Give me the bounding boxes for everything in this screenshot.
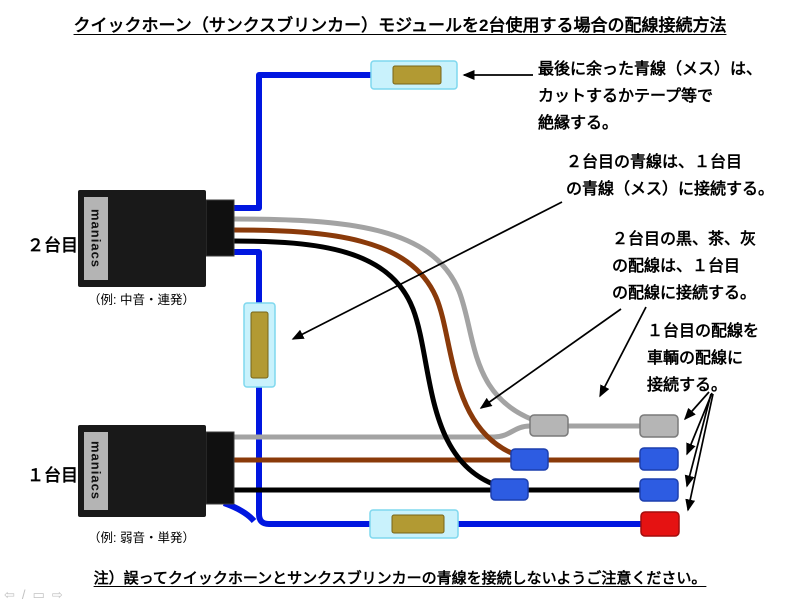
nav-frame-icon[interactable]: ▭ — [32, 587, 45, 600]
blue-connector-mid-1 — [510, 448, 549, 471]
unit2-label: ２台目 — [27, 236, 78, 255]
viewer-toolbar: ⇦ / ▭ ⇨ — [4, 587, 70, 600]
blue-female-connector-top — [392, 65, 442, 85]
unit1-module-body — [78, 425, 206, 517]
annotation-unit2-wires: ２台目の黒、茶、灰 の配線は、１台目 の配線に接続する。 — [612, 231, 757, 302]
arrows-layer — [291, 70, 714, 512]
inline-connector-mid — [250, 311, 269, 379]
gray-connector-mid — [529, 414, 569, 437]
arrow-unit2-wires-1 — [599, 306, 647, 398]
unit1-module-strip — [84, 432, 108, 510]
nav-slash-icon[interactable]: / — [21, 587, 26, 600]
unit2-module-body — [78, 190, 206, 287]
nav-prev-icon[interactable]: ⇦ — [4, 587, 15, 600]
blue-connector-right-2 — [639, 478, 679, 502]
unit1-brand-logo: maniacs — [88, 441, 104, 501]
arrow-vehicle-1 — [684, 391, 710, 421]
modules-layer — [78, 190, 235, 517]
gray-wire-unit1 — [233, 423, 644, 440]
blue-connector-right-1 — [639, 447, 679, 471]
arrow-vehicle-3 — [684, 393, 712, 488]
gray-wire-unit2-curve — [232, 216, 550, 428]
unit2-module-socket — [205, 199, 235, 257]
unit2-module-strip — [84, 197, 108, 280]
annotation-leftover-blue: 最後に余った青線（メス）は、 カットするかテープ等で 絶縁する。 — [538, 61, 763, 132]
nav-next-icon[interactable]: ⇨ — [51, 587, 63, 600]
red-connector-right — [640, 511, 680, 537]
blue-wire-top-run — [233, 72, 395, 211]
unit1-example: （例: 弱音・単発） — [88, 531, 195, 545]
inline-connector-bottom — [391, 514, 445, 534]
arrow-vehicle-4 — [685, 393, 714, 512]
unit1-module-socket — [205, 431, 235, 505]
brown-wire-unit2-curve — [232, 227, 530, 462]
blue-wire-main-run — [233, 249, 645, 527]
plug-connectors-layer — [490, 414, 680, 537]
arrow-unit2-blue — [291, 201, 563, 340]
arrow-unit2-wires-2 — [479, 308, 622, 409]
annotation-unit1-wires: １台目の配線を 車輌の配線に 接続する。 — [647, 323, 760, 394]
gray-connector-right — [639, 414, 679, 438]
unit2-brand-logo: maniacs — [88, 208, 104, 269]
page-title: クイックホーン（サンクスブリンカー）モジュールを2台使用する場合の配線接続方法 — [73, 16, 727, 35]
highlighted-connectors-layer — [243, 60, 459, 539]
annotation-unit2-blue: ２台目の青線は、１台目 の青線（メス）に接続する。 — [566, 154, 775, 198]
unit2-example: （例: 中音・連発） — [88, 293, 195, 307]
unit1-label: １台目 — [27, 466, 78, 485]
footer-caution-note: 注）誤ってクイックホーンとサンクスブリンカーの青線を接続しないようご注意ください… — [93, 570, 707, 587]
black-wire-unit2-curve — [232, 238, 510, 492]
wires-layer — [222, 72, 645, 527]
blue-wire-unit1-stub — [222, 500, 257, 524]
blue-connector-mid-2 — [490, 478, 529, 501]
